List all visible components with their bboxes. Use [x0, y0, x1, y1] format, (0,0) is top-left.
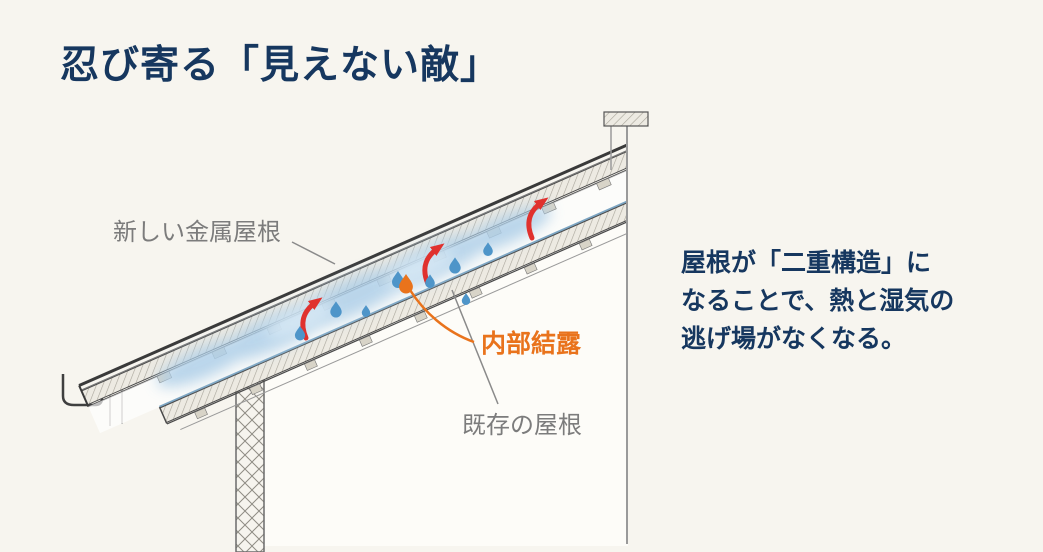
page-title: 忍び寄る「見えない敵」 [60, 44, 501, 87]
leader-line-new-roof [291, 241, 336, 265]
leader-line-existing-roof [451, 289, 499, 405]
label-new-metal-roof: 新しい金属屋根 [113, 218, 281, 246]
description-line: 逃げ場がなくなる。 [681, 325, 907, 353]
label-internal-condensation: 内部結露 [481, 329, 582, 358]
ceiling-line [180, 208, 628, 431]
label-existing-roof: 既存の屋根 [462, 411, 582, 439]
rafter-blocks [194, 238, 593, 420]
ridge-cap [603, 111, 649, 127]
description-line: なることで、熱と湿気の [681, 287, 955, 315]
description-line: 屋根が「二重構造」に [681, 249, 932, 277]
heat-arrow [526, 197, 549, 241]
description-text: 屋根が「二重構造」に なることで、熱と湿気の 逃げ場がなくなる。 [681, 244, 954, 358]
moisture-mist-highlight [264, 249, 456, 339]
leader-line-condensation [408, 289, 475, 344]
interior-wall-column [235, 373, 265, 552]
house-interior-region [238, 218, 628, 546]
